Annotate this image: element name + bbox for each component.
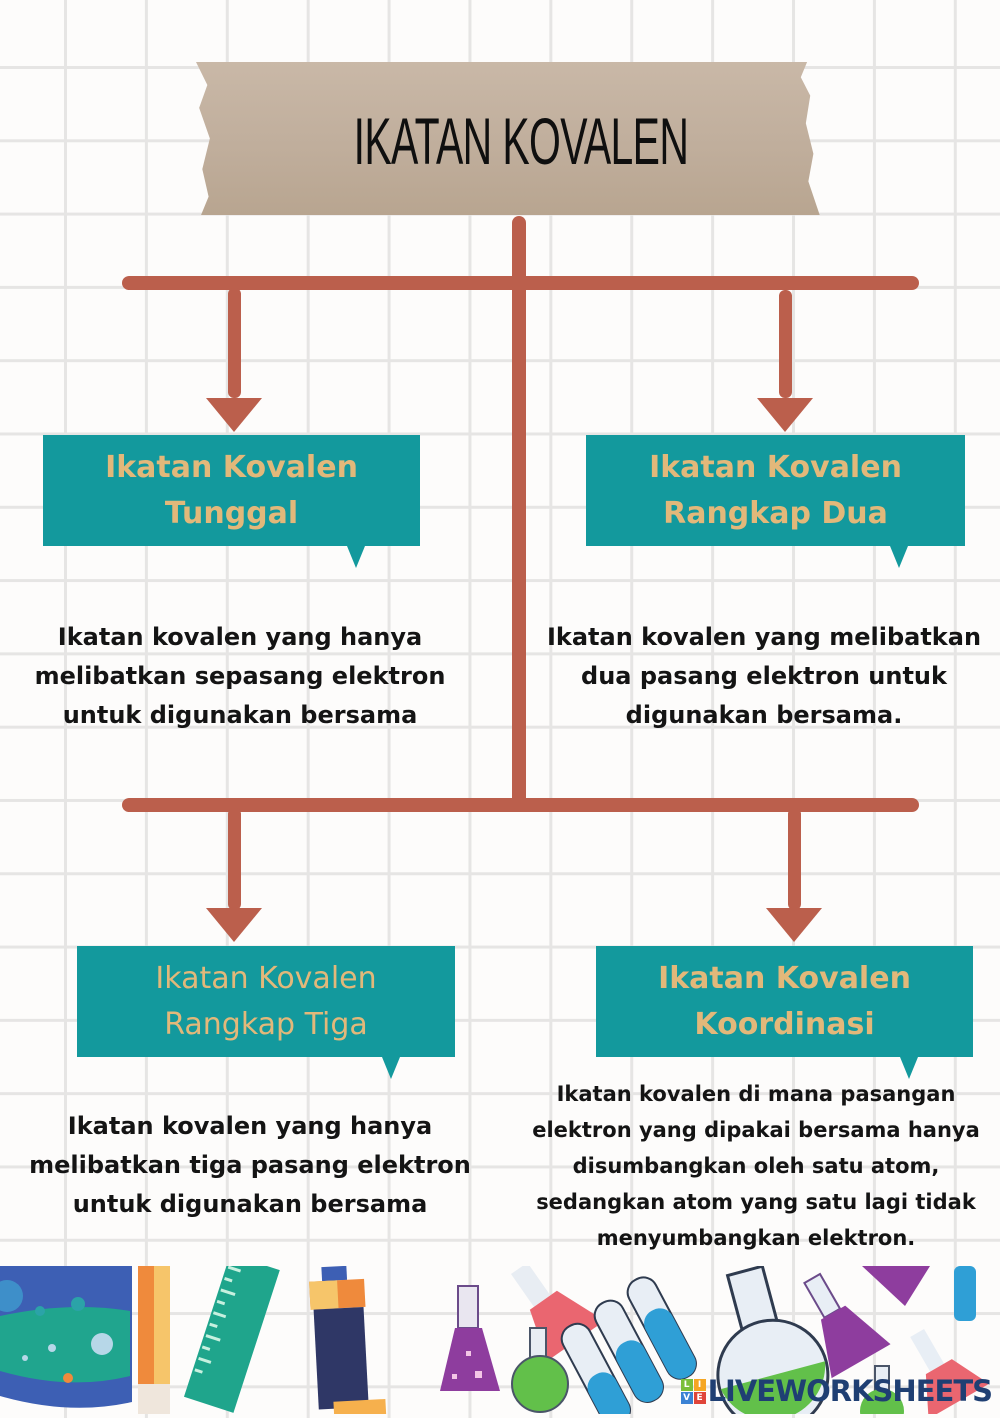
erlenmeyer-flask-icon <box>511 1262 605 1361</box>
description-line: untuk digunakan bersama <box>62 701 418 729</box>
description-line: untuk digunakan bersama <box>72 1190 428 1218</box>
erlenmeyer-flask-icon <box>440 1285 500 1391</box>
badge-letter: E <box>693 1391 706 1404</box>
description-line: sedangkan atom yang satu lagi tidak <box>536 1190 976 1214</box>
node-description: Ikatan kovalen yang melibatkan dua pasan… <box>528 618 1000 735</box>
lower-branch-connector <box>122 798 919 812</box>
pencil-icon <box>138 1266 170 1414</box>
node-heading-line: Ikatan Kovalen <box>105 449 358 485</box>
description-line: elektron yang dipakai bersama hanya <box>532 1118 980 1142</box>
badge-letter: V <box>680 1391 693 1404</box>
description-line: menyumbangkan elektron. <box>596 1226 916 1250</box>
arrow-shaft <box>788 808 801 910</box>
test-tube-icon <box>954 1266 976 1321</box>
erlenmeyer-flask-icon <box>862 1266 930 1306</box>
description-line: dua pasang elektron untuk <box>581 662 947 690</box>
live-badge-icon: L I V E <box>680 1378 706 1404</box>
trunk-connector <box>512 216 526 812</box>
title-tape: IKATAN KOVALEN <box>196 62 820 215</box>
description-line: disumbangkan oleh satu atom, <box>572 1154 940 1178</box>
watermark-text: LIVEWORKSHEETS <box>707 1374 993 1408</box>
ruler-icon <box>183 1254 280 1413</box>
arrow-shaft <box>779 290 792 398</box>
node-heading-line: Ikatan Kovalen <box>649 449 902 485</box>
test-tube-icon <box>309 1265 387 1418</box>
node-heading-line: Ikatan Kovalen <box>658 960 911 996</box>
arrow-down-icon <box>757 398 813 432</box>
description-line: melibatkan tiga pasang elektron <box>29 1151 471 1179</box>
liveworksheets-logo: L I V E LIVEWORKSHEETS <box>680 1374 993 1408</box>
badge-letter: I <box>693 1378 706 1391</box>
speech-tail <box>382 1057 400 1079</box>
erlenmeyer-flask-icon <box>803 1272 891 1379</box>
test-tubes-rack-icon <box>560 1276 697 1418</box>
node-heading-line: Rangkap Dua <box>663 495 888 531</box>
arrow-shaft <box>228 808 241 910</box>
node-heading-line: Koordinasi <box>694 1006 875 1042</box>
round-bottom-flask-icon <box>860 1365 904 1418</box>
badge-letter: L <box>680 1378 693 1391</box>
beaker-icon <box>0 1266 132 1408</box>
node-description: Ikatan kovalen yang hanya melibatkan sep… <box>0 618 480 735</box>
node-heading-line: Rangkap Tiga <box>164 1006 368 1042</box>
round-bottom-flask-icon <box>716 1264 830 1418</box>
node-ikatan-kovalen-koordinasi: Ikatan Kovalen Koordinasi <box>596 946 973 1079</box>
node-description: Ikatan kovalen di mana pasangan elektron… <box>506 1076 1000 1256</box>
speech-tail <box>900 1057 918 1079</box>
description-line: Ikatan kovalen yang hanya <box>57 623 423 651</box>
arrow-shaft <box>228 288 241 398</box>
upper-branch-connector <box>122 276 919 290</box>
arrow-down-icon <box>206 908 262 942</box>
node-description: Ikatan kovalen yang hanya melibatkan tig… <box>0 1107 500 1224</box>
arrow-down-icon <box>766 908 822 942</box>
speech-tail <box>347 546 365 568</box>
description-line: digunakan bersama. <box>625 701 903 729</box>
node-heading-line: Ikatan Kovalen <box>155 960 377 996</box>
node-ikatan-kovalen-rangkap-tiga: Ikatan Kovalen Rangkap Tiga <box>77 946 455 1079</box>
speech-tail <box>890 546 908 568</box>
page-title: IKATAN KOVALEN <box>353 103 689 178</box>
description-line: Ikatan kovalen yang melibatkan <box>546 623 982 651</box>
description-line: Ikatan kovalen di mana pasangan <box>556 1082 956 1106</box>
round-bottom-flask-icon <box>511 1327 569 1413</box>
footer-illustrations <box>0 1254 1000 1418</box>
node-heading-line: Tunggal <box>164 495 299 531</box>
description-line: Ikatan kovalen yang hanya <box>67 1112 433 1140</box>
arrow-down-icon <box>206 398 262 432</box>
erlenmeyer-flask-icon <box>910 1329 990 1418</box>
node-ikatan-kovalen-tunggal: Ikatan Kovalen Tunggal <box>43 435 420 568</box>
description-line: melibatkan sepasang elektron <box>34 662 446 690</box>
node-ikatan-kovalen-rangkap-dua: Ikatan Kovalen Rangkap Dua <box>586 435 965 568</box>
